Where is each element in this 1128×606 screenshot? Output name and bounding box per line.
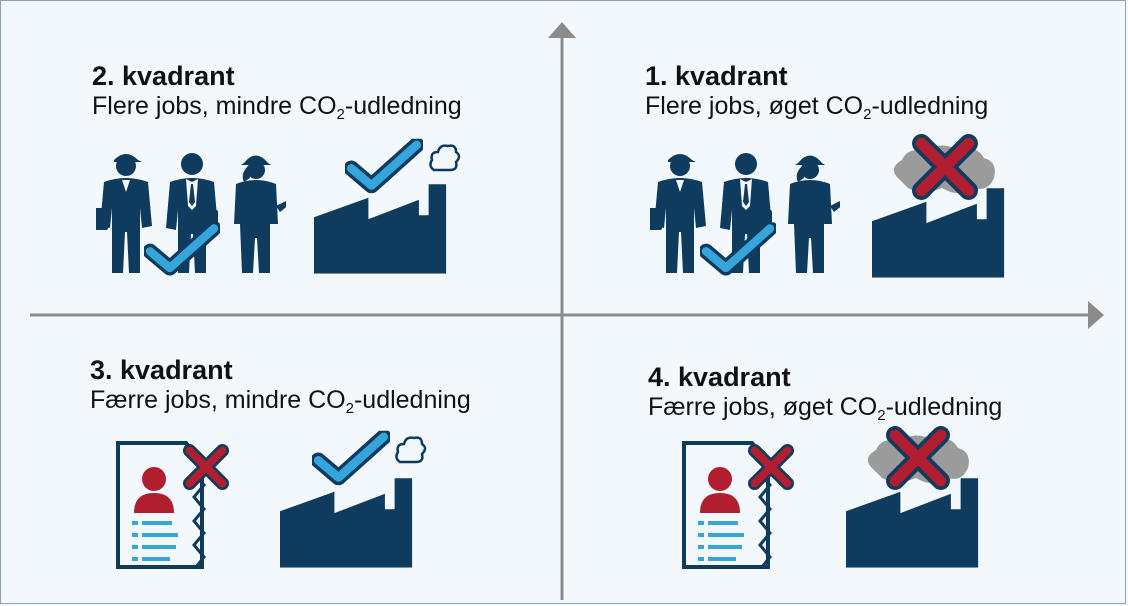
quadrant-1: 1. kvadrant Flere jobs, øget CO2-udledni… xyxy=(645,61,989,123)
quadrant-subtitle: Færre jobs, øget CO2-udledning xyxy=(648,393,1003,424)
cross-icon xyxy=(886,426,950,490)
quadrant-4: 4. kvadrant Færre jobs, øget CO2-udledni… xyxy=(648,362,1003,424)
quadrant-subtitle: Flere jobs, mindre CO2-udledning xyxy=(92,92,462,123)
quadrant-title: 3. kvadrant xyxy=(90,355,233,385)
smoke-icon xyxy=(395,436,427,464)
check-icon xyxy=(700,222,776,276)
check-icon xyxy=(345,138,423,194)
cross-icon xyxy=(912,134,978,200)
quadrant-title: 2. kvadrant xyxy=(92,61,235,91)
quadrant-title: 4. kvadrant xyxy=(648,362,791,392)
vertical-axis-arrowhead xyxy=(548,22,576,38)
quadrant-subtitle: Flere jobs, øget CO2-udledning xyxy=(645,92,989,123)
check-icon xyxy=(312,430,390,486)
quadrant-3: 3. kvadrant Færre jobs, mindre CO2-udled… xyxy=(90,355,471,417)
check-icon xyxy=(144,222,220,276)
horizontal-axis-arrowhead xyxy=(1088,301,1104,329)
cross-icon xyxy=(183,444,229,490)
quadrant-2: 2. kvadrant Flere jobs, mindre CO2-udled… xyxy=(92,61,462,123)
quadrant-subtitle: Færre jobs, mindre CO2-udledning xyxy=(90,386,471,417)
quadrant-title: 1. kvadrant xyxy=(645,61,788,91)
cross-icon xyxy=(748,444,794,490)
smoke-icon xyxy=(429,144,461,172)
